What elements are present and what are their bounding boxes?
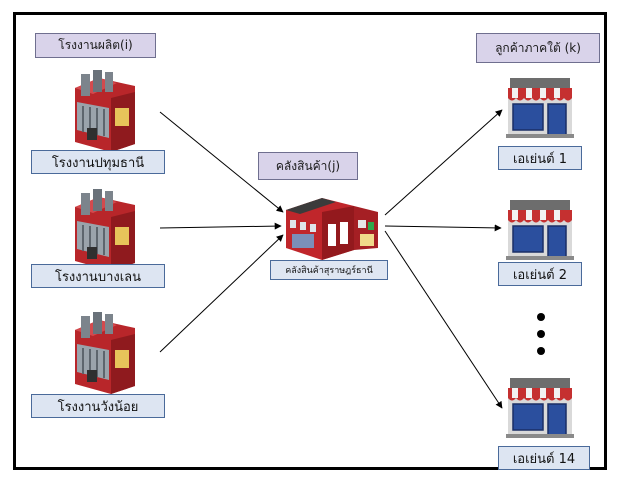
ellipsis-dot [537, 347, 545, 355]
arrow-warehouse-to-agent2 [384, 224, 502, 232]
plant-label-3: โรงงานวังน้อย [31, 394, 165, 418]
arrow-plant2-to-warehouse [159, 222, 282, 230]
plants-header: โรงงานผลิต(i) [35, 33, 156, 58]
arrow-warehouse-to-agent1 [384, 109, 503, 216]
plant-label-2: โรงงานบางเลน [31, 264, 165, 288]
agent-label-1: เอเย่นต์ 1 [498, 146, 582, 170]
store-icon [505, 377, 575, 439]
ellipsis-dot [537, 330, 545, 338]
factory-icon [74, 69, 136, 153]
warehouse-header: คลังสินค้า(j) [258, 152, 358, 180]
store-icon [505, 199, 575, 261]
customers-header: ลูกค้าภาคใต้ (k) [476, 33, 600, 63]
arrow-plant1-to-warehouse [159, 111, 284, 213]
agent-label-14: เอเย่นต์ 14 [498, 446, 590, 470]
ellipsis-dot [537, 313, 545, 321]
agent-label-2: เอเย่นต์ 2 [498, 262, 582, 286]
factory-icon [74, 188, 136, 272]
arrow-plant3-to-warehouse [159, 234, 284, 353]
arrow-warehouse-to-agent14 [384, 230, 503, 409]
warehouse-icon [286, 198, 378, 260]
plant-label-1: โรงงานปทุมธานี [31, 150, 165, 174]
store-icon [505, 77, 575, 139]
warehouse-label: คลังสินค้าสุราษฎร์ธานี [270, 260, 388, 280]
factory-icon [74, 311, 136, 395]
